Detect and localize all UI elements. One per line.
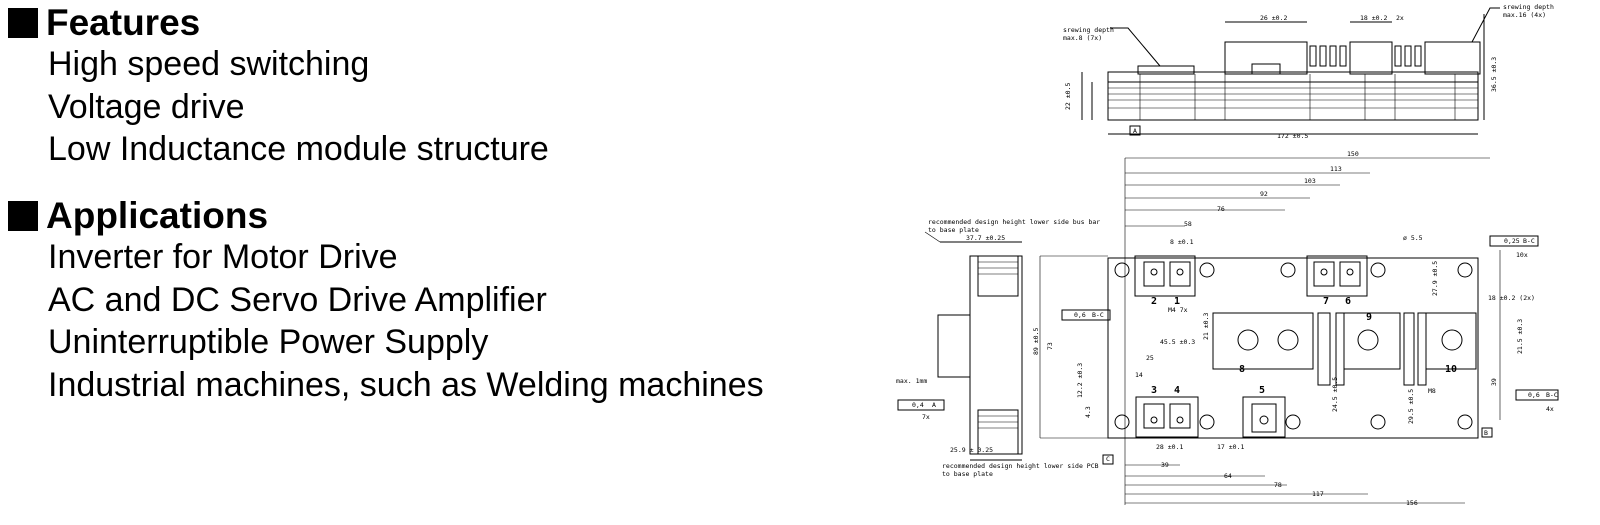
dimension-label: 39 xyxy=(1490,378,1498,386)
applications-heading-text: Applications xyxy=(46,195,269,236)
screwing-depth-note: srewing depth xyxy=(1503,3,1554,11)
dimension-label: 27.9 ±0.5 xyxy=(1431,261,1439,296)
datum-label: B xyxy=(1484,429,1488,437)
dimension-label: 39 xyxy=(1161,461,1169,469)
max-1mm-note: max. 1mm xyxy=(896,377,927,385)
dimension-label: 37.7 ±0.25 xyxy=(966,234,1005,242)
dimension-label: 78 xyxy=(1274,481,1282,489)
bullet-square-icon xyxy=(8,201,38,231)
dimension-label: 24.5 ±0.5 xyxy=(1331,377,1339,412)
bus-bar-note: recommended design height lower side bus… xyxy=(928,218,1100,226)
dimension-label: 10x xyxy=(1516,251,1528,259)
terminal-numbers: 2 1 9 3 4 5 7 6 8 10 xyxy=(1151,296,1457,396)
feature-item: Voltage drive xyxy=(48,87,245,126)
pcb-note: recommended design height lower side PCB xyxy=(942,462,1099,470)
dimension-label: 2x xyxy=(1396,14,1404,22)
dimension-label: 14 xyxy=(1135,371,1143,379)
application-item: Industrial machines, such as Welding mac… xyxy=(48,365,764,404)
features-heading: Features xyxy=(8,3,549,43)
pcb-note: to base plate xyxy=(942,470,993,478)
drawing-annotations: srewing depth max.8 (7x) srewing depth m… xyxy=(896,3,1558,507)
datum-label: C xyxy=(1106,455,1110,463)
dimension-label: 92 xyxy=(1260,190,1268,198)
features-section: Features High speed switching Voltage dr… xyxy=(8,3,549,171)
dimension-label: 172 ±0.5 xyxy=(1277,132,1308,140)
dimension-label: 89 ±0.5 xyxy=(1032,328,1040,355)
dimension-label: 28 ±0.1 xyxy=(1156,443,1183,451)
dimension-label: 18 ±0.2 xyxy=(1360,14,1387,22)
terminal-number: 8 xyxy=(1239,364,1245,375)
dimension-label: 25 xyxy=(1146,354,1154,362)
terminal-number: 10 xyxy=(1445,364,1457,375)
application-item: Inverter for Motor Drive xyxy=(48,238,398,276)
dimension-label: 21 ±0.3 xyxy=(1202,313,1210,340)
datum-label: A xyxy=(932,401,936,409)
dimension-label: 26 ±0.2 xyxy=(1260,14,1287,22)
dimension-label: 7x xyxy=(922,413,930,421)
dimension-label: 4.3 xyxy=(1084,406,1092,418)
dimension-label: 25.9 ± 0.25 xyxy=(950,446,993,454)
terminal-number: 7 xyxy=(1323,296,1329,307)
top-view xyxy=(897,157,1559,505)
dimension-label: 45.5 ±0.3 xyxy=(1160,338,1195,346)
dimension-label: M4 7x xyxy=(1168,306,1188,314)
dimension-label: 76 xyxy=(1217,205,1225,213)
dimension-label: 64 xyxy=(1224,472,1232,480)
application-item: Uninterruptible Power Supply xyxy=(48,323,489,361)
tolerance-label: 0,6 xyxy=(1528,391,1540,399)
screwing-depth-note: max.16 (4x) xyxy=(1503,11,1546,19)
datum-label: B-C xyxy=(1523,237,1535,245)
dimension-label: 21.5 ±0.3 xyxy=(1516,319,1524,354)
feature-item: Low Inductance module structure xyxy=(48,130,549,168)
terminal-number: 4 xyxy=(1174,385,1180,396)
datum-label: B-C xyxy=(1092,311,1104,319)
terminal-number: 1 xyxy=(1174,296,1180,307)
datum-label: A xyxy=(1133,127,1137,135)
dimension-label: M8 xyxy=(1428,387,1436,395)
dimension-label: 117 xyxy=(1312,490,1324,498)
dimension-label: 4x xyxy=(1546,405,1554,413)
dimension-label: 73 xyxy=(1046,342,1054,350)
bus-bar-note: to base plate xyxy=(928,226,979,234)
dimension-label: 18 ±0.2 (2x) xyxy=(1488,294,1535,302)
terminal-number: 2 xyxy=(1151,296,1157,307)
package-outline-drawing: srewing depth max.8 (7x) srewing depth m… xyxy=(896,3,1559,507)
applications-section: Applications Inverter for Motor Drive AC… xyxy=(8,196,764,406)
datum-label: B-C xyxy=(1546,391,1558,399)
dimension-label: 113 xyxy=(1330,165,1342,173)
features-heading-text: Features xyxy=(46,2,201,43)
bullet-square-icon xyxy=(8,8,38,38)
dimension-label: 12.2 ±0.3 xyxy=(1076,363,1084,398)
dimension-label: 58 xyxy=(1184,220,1192,228)
dimension-label: 17 ±0.1 xyxy=(1217,443,1244,451)
screwing-depth-note: max.8 (7x) xyxy=(1063,34,1102,42)
dimension-label: 103 xyxy=(1304,177,1316,185)
side-view xyxy=(1081,7,1500,136)
terminal-number: 3 xyxy=(1151,385,1157,396)
screwing-depth-note: srewing depth xyxy=(1063,26,1114,34)
side-profile-view xyxy=(924,231,1023,461)
dimension-label: 36.5 ±0.3 xyxy=(1490,57,1498,92)
tolerance-label: 0,4 xyxy=(912,401,924,409)
dimension-label: 29.5 ±0.5 xyxy=(1407,389,1415,424)
tolerance-label: 0,25 xyxy=(1504,237,1520,245)
terminal-number: 9 xyxy=(1366,312,1372,323)
dimension-label: 150 xyxy=(1347,150,1359,158)
feature-item: High speed switching xyxy=(48,45,370,83)
dimension-label: 22 ±0.5 xyxy=(1064,83,1072,110)
application-item: AC and DC Servo Drive Amplifier xyxy=(48,280,547,319)
tolerance-label: 0,6 xyxy=(1074,311,1086,319)
applications-heading: Applications xyxy=(8,196,764,236)
terminal-number: 5 xyxy=(1259,385,1265,396)
terminal-number: 6 xyxy=(1345,296,1351,307)
dimension-label: 8 ±0.1 xyxy=(1170,238,1194,246)
dimension-label: 156 xyxy=(1406,499,1418,507)
dimension-label: ø 5.5 xyxy=(1403,234,1423,242)
